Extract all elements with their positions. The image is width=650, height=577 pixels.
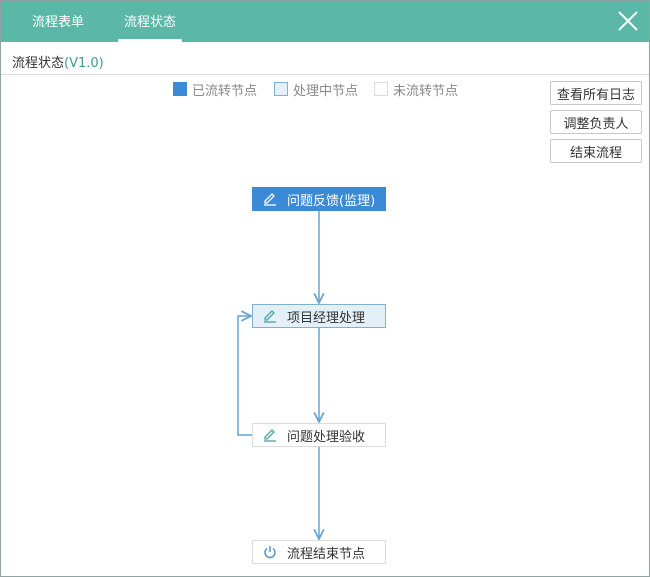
change-owner-button[interactable]: 调整负责人 [550,110,642,134]
legend-swatch-done [173,82,187,96]
flow-node-acceptance[interactable]: 问题处理验收 [252,423,386,447]
divider [1,74,649,75]
view-logs-button[interactable]: 查看所有日志 [550,81,642,105]
node-label: 问题处理验收 [287,429,366,445]
pencil-icon [264,310,276,323]
pencil-icon [264,193,276,206]
power-icon [264,546,276,559]
legend-processing: 处理中节点 [274,81,359,99]
legend-done: 已流转节点 [173,81,258,99]
subtitle-label: 流程状态 [12,56,65,71]
end-flow-button[interactable]: 结束流程 [550,139,642,163]
node-label: 流程结束节点 [287,546,366,562]
close-icon[interactable] [617,10,639,32]
page-subtitle: 流程状态(V1.0) [12,52,104,71]
node-label: 问题反馈(监理) [287,193,376,209]
legend-label-done: 已流转节点 [192,83,258,99]
legend-swatch-pending [374,82,388,96]
dialog-header: 流程表单 流程状态 [1,1,649,42]
legend-pending: 未流转节点 [374,81,459,99]
flow-node-feedback[interactable]: 问题反馈(监理) [252,187,386,211]
legend-label-pending: 未流转节点 [393,83,459,99]
version-label: (V1.0) [64,56,104,71]
flow-node-end[interactable]: 流程结束节点 [252,540,386,564]
legend-swatch-processing [274,82,288,96]
legend-label-processing: 处理中节点 [293,83,359,99]
tab-flow-status[interactable]: 流程状态 [118,1,182,42]
flow-node-pm-process[interactable]: 项目经理处理 [252,304,386,328]
edge-3-2-return [237,316,252,436]
tab-flow-form[interactable]: 流程表单 [31,15,84,30]
node-label: 项目经理处理 [287,310,366,326]
pencil-icon [264,429,276,442]
